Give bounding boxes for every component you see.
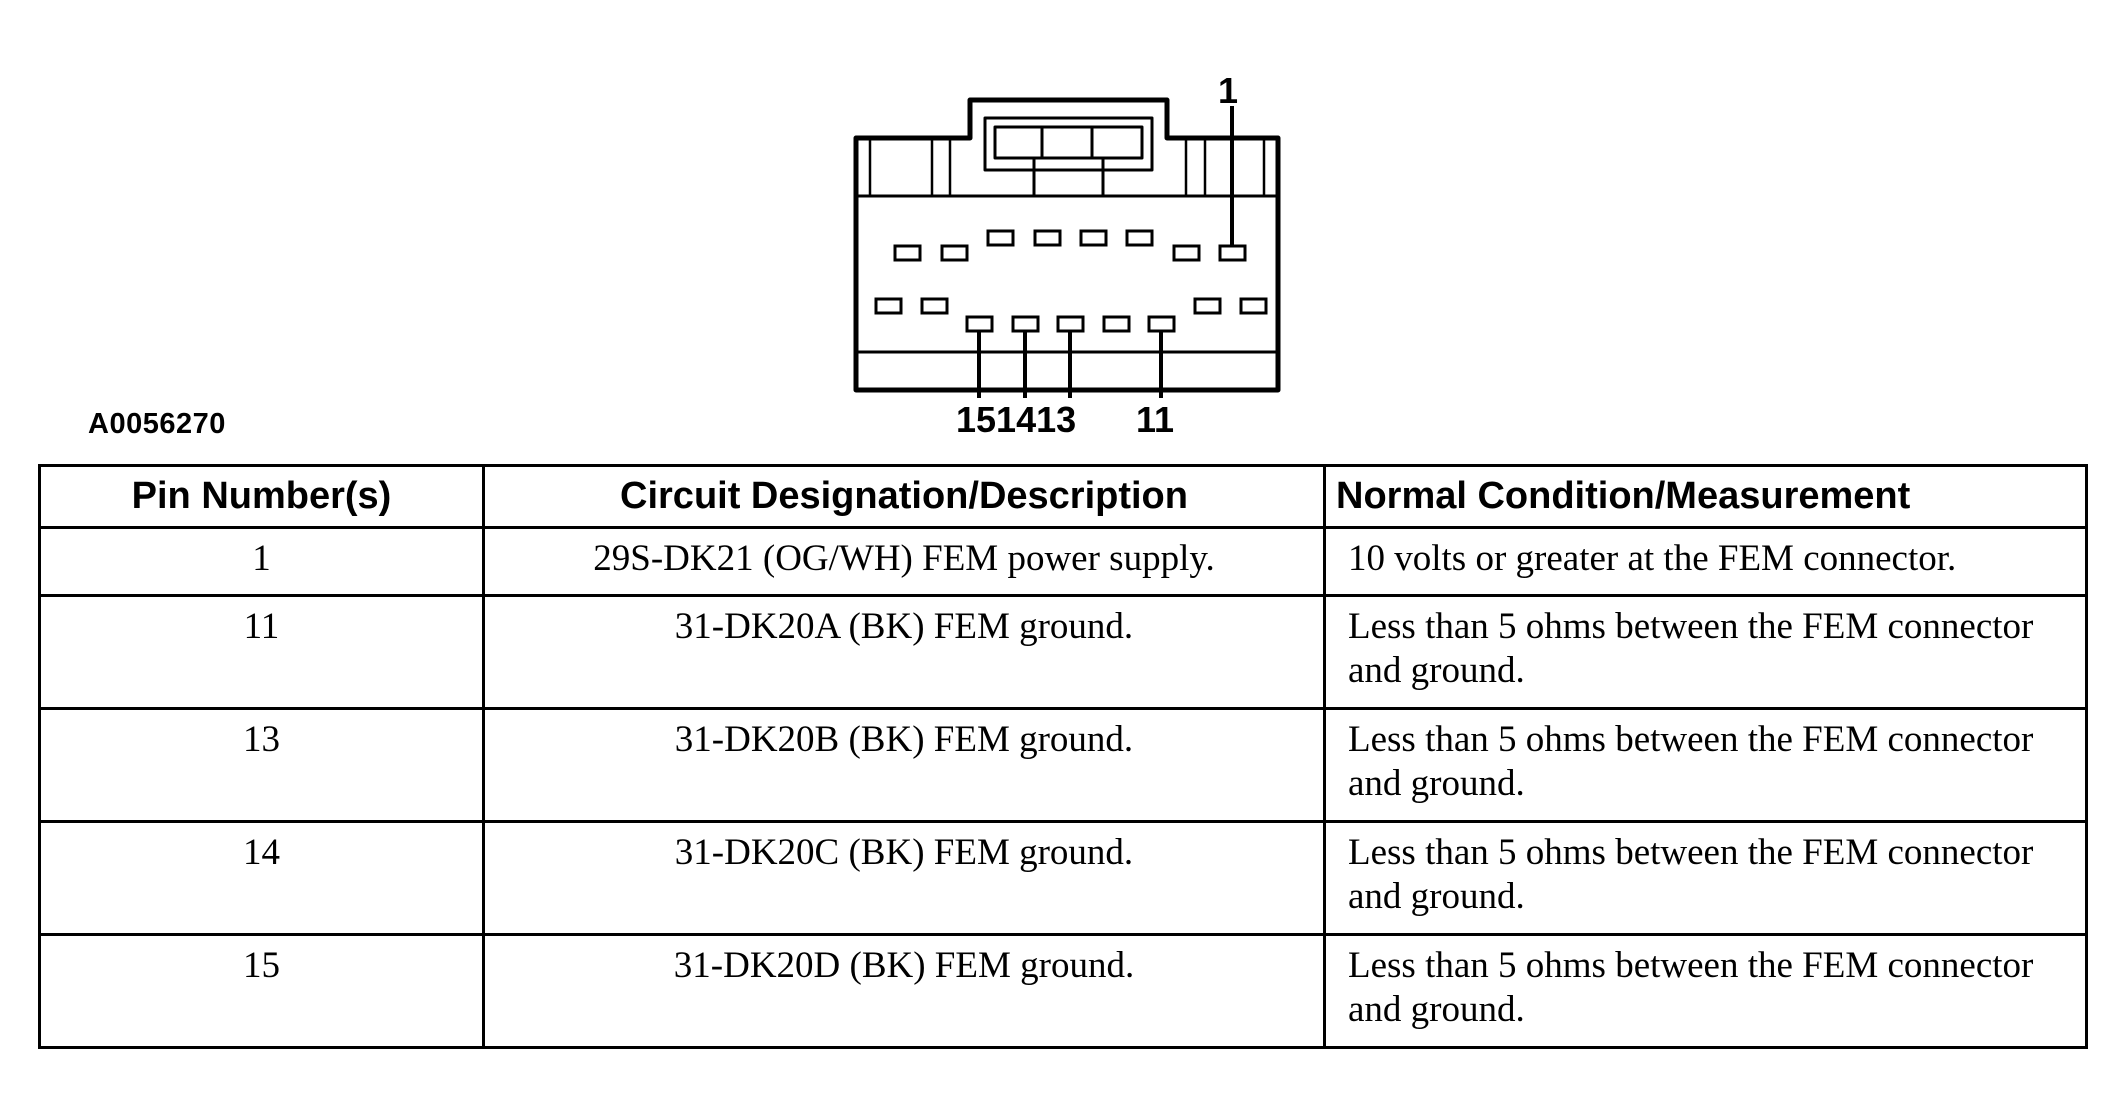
pin-1-terminal [1218,244,1247,262]
header-pin: Pin Number(s) [38,464,485,529]
pin-11-terminal [1147,315,1176,333]
connector-diagram: 1 151413 11 [853,70,1281,440]
cell-circuit: 31-DK20C (BK) FEM ground. [482,820,1326,936]
cell-circuit: 31-DK20D (BK) FEM ground. [482,933,1326,1049]
cell-circuit: 29S-DK21 (OG/WH) FEM power supply. [482,526,1326,597]
pin-14-terminal [1011,315,1040,333]
cell-pin: 14 [38,820,485,936]
header-circuit: Circuit Designation/Description [482,464,1326,529]
cell-pin: 11 [38,594,485,710]
pin-15-terminal [965,315,994,333]
header-condition: Normal Condition/Measurement [1323,464,2088,529]
terminal-row-lower [874,297,1268,333]
pin-13-terminal [1056,315,1085,333]
table-row: 15 31-DK20D (BK) FEM ground. Less than 5… [38,933,2088,1049]
figure-id: A0056270 [88,408,226,440]
pin-label-11: 11 [1136,399,1174,440]
cell-condition: Less than 5 ohms between the FEM connect… [1323,594,2088,710]
table-row: 13 31-DK20B (BK) FEM ground. Less than 5… [38,707,2088,823]
terminal-row-upper [893,229,1247,262]
pin-label-15-14-13: 151413 [956,399,1076,440]
table-row: 11 31-DK20A (BK) FEM ground. Less than 5… [38,594,2088,710]
cell-circuit: 31-DK20A (BK) FEM ground. [482,594,1326,710]
cell-condition: 10 volts or greater at the FEM connector… [1323,526,2088,597]
cell-pin: 13 [38,707,485,823]
cell-condition: Less than 5 ohms between the FEM connect… [1323,707,2088,823]
cell-condition: Less than 5 ohms between the FEM connect… [1323,820,2088,936]
connector-housing [853,97,1281,393]
cell-pin: 1 [38,526,485,597]
cell-condition: Less than 5 ohms between the FEM connect… [1323,933,2088,1049]
table-row: 14 31-DK20C (BK) FEM ground. Less than 5… [38,820,2088,936]
cell-pin: 15 [38,933,485,1049]
cell-circuit: 31-DK20B (BK) FEM ground. [482,707,1326,823]
pin-table: Pin Number(s) Circuit Designation/Descri… [38,464,2088,1049]
table-header-row: Pin Number(s) Circuit Designation/Descri… [38,464,2088,529]
connector-latch [983,116,1154,172]
pin-label-1: 1 [1218,70,1238,111]
table-row: 1 29S-DK21 (OG/WH) FEM power supply. 10 … [38,526,2088,597]
